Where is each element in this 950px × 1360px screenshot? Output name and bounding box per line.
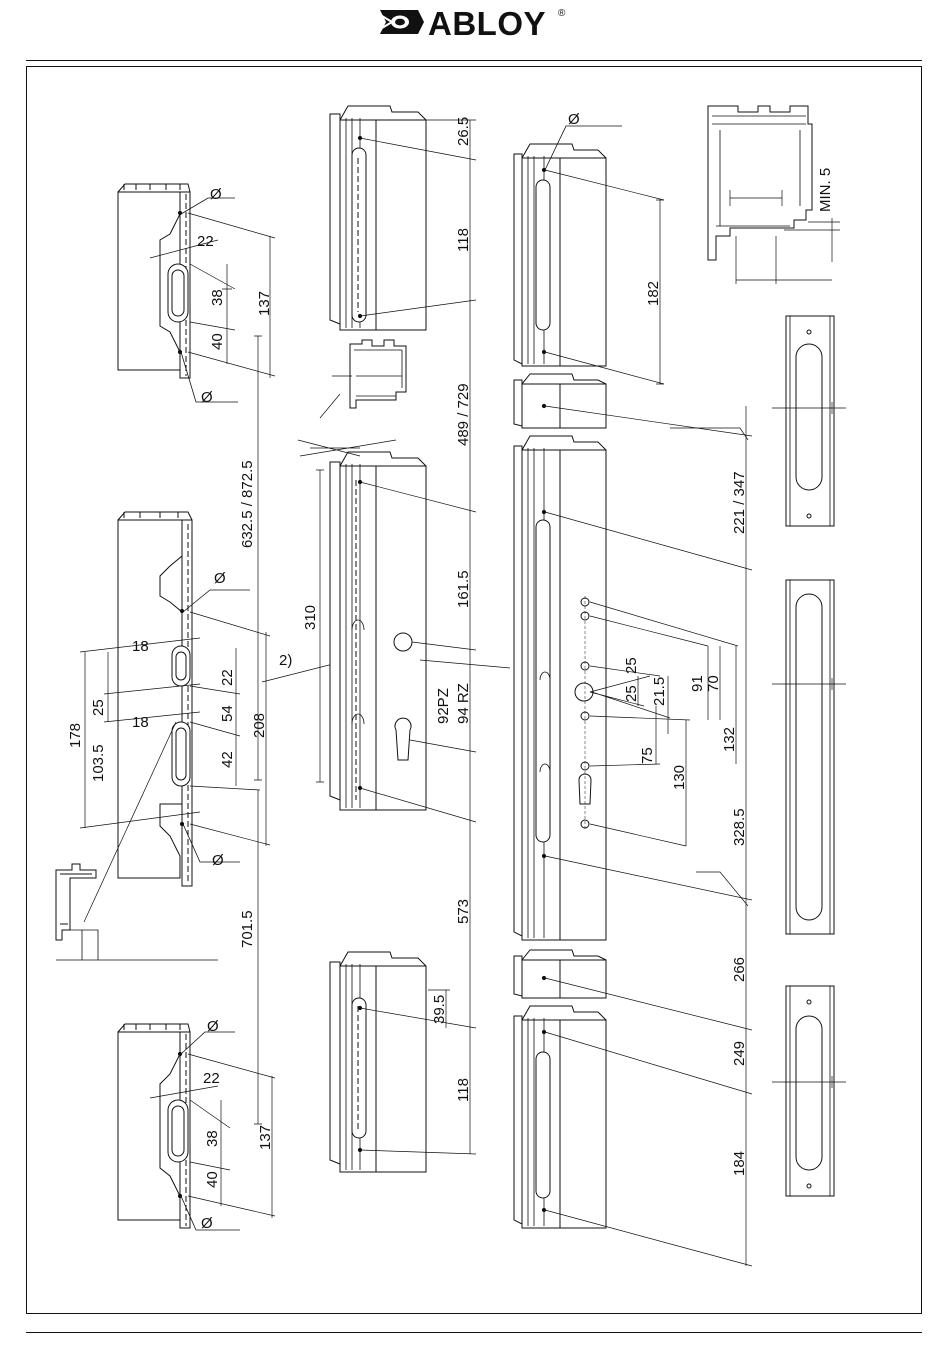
profile-center-middle: 310 [302, 452, 426, 810]
dim-91: 91 [689, 675, 706, 692]
dim-38: 38 [209, 289, 226, 306]
strike-plate-bottom [772, 986, 846, 1196]
dim-38: 38 [204, 1130, 221, 1147]
dim-103-5: 103.5 [90, 744, 107, 782]
diameter-label: Ø [207, 1018, 219, 1035]
diameter-label: Ø [212, 852, 224, 869]
profile-center-top [330, 106, 426, 330]
profile-middle-left: Ø Ø 18 18 25 178 103.5 22 54 42 208 [67, 512, 270, 886]
dim-137: 137 [256, 291, 273, 316]
diameter-label: Ø [210, 186, 222, 203]
dim-266: 266 [731, 957, 748, 982]
dim-310: 310 [302, 605, 319, 630]
dim-182: 182 [645, 281, 662, 306]
note-ref: 2) [279, 652, 292, 669]
dim-249: 249 [731, 1041, 748, 1066]
dim-39-5: 39.5 [431, 995, 448, 1024]
strike-plate-middle [772, 580, 846, 934]
dim-18: 18 [132, 638, 149, 655]
dim-184: 184 [731, 1151, 748, 1176]
dim-21-5: 21.5 [651, 677, 668, 706]
profile-right-short-top [514, 374, 606, 428]
dim-489-729: 489 / 729 [455, 383, 472, 446]
dim-132: 132 [721, 727, 738, 752]
dim-22: 22 [197, 233, 214, 250]
dim-701-5: 701.5 [239, 910, 256, 948]
dim-22: 22 [219, 669, 236, 686]
dim-118: 118 [455, 228, 472, 252]
strike-plate-top [772, 316, 846, 526]
dim-40: 40 [209, 333, 226, 350]
dim-18: 18 [132, 714, 149, 731]
dim-22: 22 [203, 1070, 220, 1087]
dim-75: 75 [639, 747, 656, 764]
profile-right-short-bottom [514, 950, 606, 998]
dim-221-347: 221 / 347 [731, 471, 748, 534]
diameter-label: Ø [201, 389, 213, 406]
diameter-label: Ø [214, 570, 226, 587]
dim-25: 25 [623, 685, 640, 702]
dim-25: 25 [90, 699, 107, 716]
section-detail-center [298, 340, 406, 456]
dim-208: 208 [251, 713, 268, 738]
profile-bottom-left: Ø Ø 22 38 40 137 [118, 1018, 275, 1232]
profile-right-bottom [514, 1006, 606, 1228]
dim-70: 70 [705, 675, 722, 692]
cylinder-94rz: 94 RZ [455, 683, 472, 724]
profile-center-bottom [330, 952, 426, 1172]
dim-40: 40 [204, 1171, 221, 1188]
min-clearance-label: MIN. 5 [817, 168, 834, 212]
dim-26-5: 26.5 [455, 117, 472, 146]
dim-573: 573 [455, 899, 472, 924]
dim-118: 118 [455, 1078, 472, 1102]
dim-632-5-872-5: 632.5 / 872.5 [239, 460, 256, 548]
profile-top-left: Ø Ø 22 38 40 137 [118, 184, 275, 406]
dim-54: 54 [219, 705, 236, 722]
dim-130: 130 [671, 765, 688, 790]
dim-178: 178 [67, 723, 84, 748]
section-detail-right: MIN. 5 [708, 106, 840, 284]
diameter-label: Ø [568, 111, 580, 128]
dim-42: 42 [219, 751, 236, 768]
cylinder-92pz: 92PZ [435, 688, 452, 724]
profile-right-long [514, 436, 606, 940]
dim-161-5: 161.5 [455, 570, 472, 608]
profile-right-top: Ø [514, 111, 622, 366]
dim-25: 25 [623, 657, 640, 674]
dim-328-5: 328.5 [731, 808, 748, 846]
dim-137: 137 [257, 1125, 274, 1150]
diameter-label: Ø [201, 1215, 213, 1232]
